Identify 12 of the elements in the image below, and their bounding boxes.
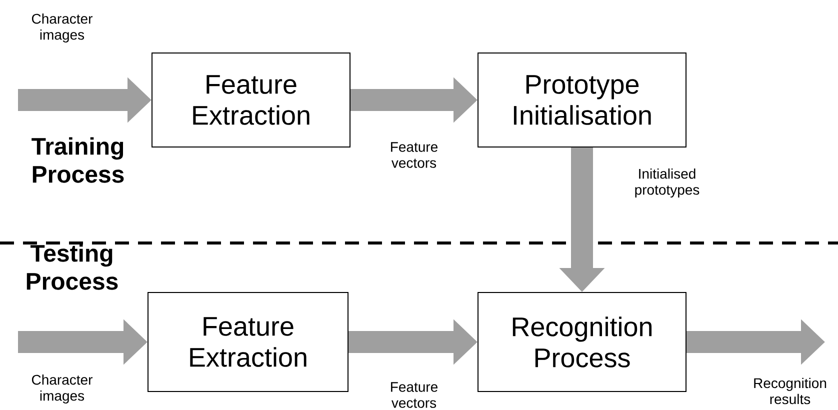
process-box: Recognition Process (478, 292, 686, 392)
edge-label: Recognition results (754, 378, 826, 404)
process-box: Prototype Initialisation (478, 52, 686, 148)
edge-label: Character images (32, 13, 92, 43)
edge-label: Feature vectors (391, 382, 438, 408)
process-box: Feature Extraction (148, 292, 348, 392)
edge-label: Feature vectors (391, 142, 438, 168)
edge-label: Character images (32, 374, 92, 404)
edge-label: Initialised prototypes (635, 168, 700, 198)
section-label: Testing Process (26, 244, 118, 290)
section-label: Training Process (32, 137, 124, 183)
process-box: Feature Extraction (152, 52, 350, 148)
